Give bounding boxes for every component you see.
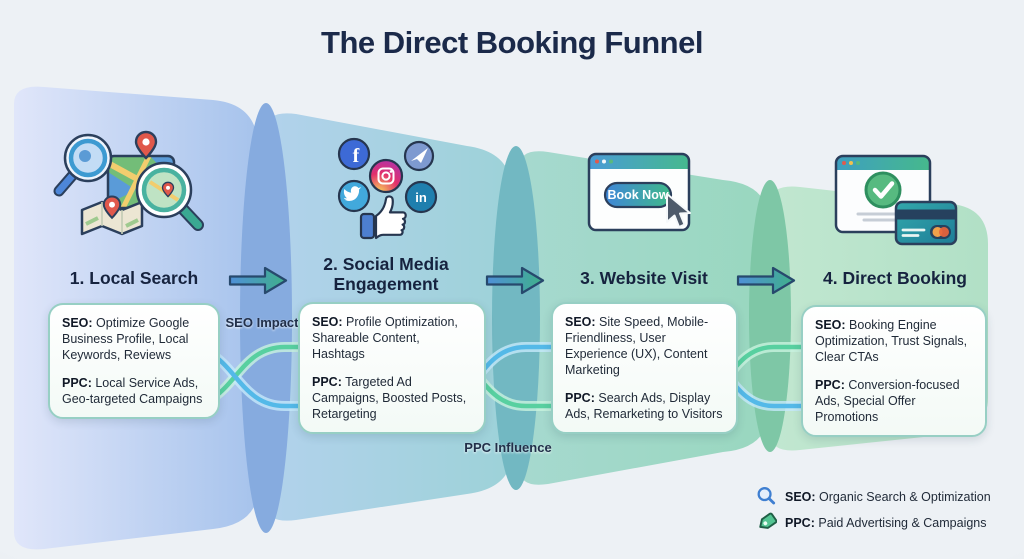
stage-label-local-search: 1. Local Search bbox=[69, 268, 199, 288]
card-website-visit: SEO: Site Speed, Mobile-Friendliness, Us… bbox=[551, 302, 738, 434]
ppc-entry: PPC: Local Service Ads, Geo-targeted Cam… bbox=[62, 376, 203, 406]
cursor-icon bbox=[666, 193, 691, 228]
svg-text:Book Now: Book Now bbox=[607, 188, 668, 202]
magnifier-icon bbox=[757, 487, 776, 505]
seo-entry: SEO: Optimize Google Business Profile, L… bbox=[62, 316, 190, 362]
card-direct-booking: SEO: Booking Engine Optimization, Trust … bbox=[801, 305, 987, 437]
legend-ppc-text: PPC: Paid Advertising & Campaigns bbox=[785, 515, 987, 530]
credit-card-icon bbox=[894, 200, 958, 246]
funnel-joint-1 bbox=[240, 103, 292, 533]
svg-text:f: f bbox=[353, 145, 360, 167]
funnel-joint-3 bbox=[749, 180, 791, 452]
instagram-icon bbox=[368, 158, 404, 194]
stage-label-website-visit: 3. Website Visit bbox=[580, 268, 708, 288]
card-social-media: SEO: Profile Optimization, Shareable Con… bbox=[298, 302, 486, 434]
stage-label-social-media: 2. Social Media Engagement bbox=[323, 254, 449, 295]
legend: SEO: Organic Search & Optimization PPC: … bbox=[756, 486, 991, 533]
magnifier-map-icon bbox=[135, 161, 204, 231]
stage-label-direct-booking: 4. Direct Booking bbox=[823, 268, 967, 288]
legend-item-seo: SEO: Organic Search & Optimization bbox=[756, 486, 991, 507]
facebook-icon: f bbox=[337, 137, 371, 171]
svg-text:in: in bbox=[415, 190, 427, 205]
ppc-entry: PPC: Conversion-focused Ads, Special Off… bbox=[815, 378, 960, 424]
seo-entry: SEO: Site Speed, Mobile-Friendliness, Us… bbox=[565, 315, 709, 377]
page-title: The Direct Booking Funnel bbox=[321, 25, 703, 60]
seo-entry: SEO: Profile Optimization, Shareable Con… bbox=[312, 315, 458, 361]
ppc-entry: PPC: Search Ads, Display Ads, Remarketin… bbox=[565, 391, 723, 421]
seo-entry: SEO: Booking Engine Optimization, Trust … bbox=[815, 318, 968, 364]
legend-seo-text: SEO: Organic Search & Optimization bbox=[785, 489, 991, 504]
telegram-icon bbox=[403, 140, 435, 172]
card-local-search: SEO: Optimize Google Business Profile, L… bbox=[48, 303, 220, 419]
direct-booking-icon bbox=[834, 154, 958, 246]
local-search-icon bbox=[53, 130, 204, 236]
thumbs-up-icon bbox=[359, 195, 407, 240]
map-pin-icon bbox=[134, 130, 158, 160]
book-now-button: Book Now bbox=[603, 181, 673, 209]
magnifier-icon bbox=[53, 133, 113, 197]
ppc-influence-label: PPC Influence bbox=[464, 440, 552, 455]
tag-icon bbox=[759, 512, 777, 529]
website-visit-icon: Book Now bbox=[587, 152, 691, 232]
legend-item-ppc: PPC: Paid Advertising & Campaigns bbox=[756, 512, 991, 533]
social-media-icons: f in bbox=[337, 137, 438, 240]
ppc-entry: PPC: Targeted Ad Campaigns, Boosted Post… bbox=[312, 375, 467, 421]
twitter-icon bbox=[337, 179, 371, 213]
linkedin-icon: in bbox=[404, 180, 438, 214]
checkmark-icon bbox=[864, 171, 902, 209]
funnel-joint-2 bbox=[492, 146, 540, 490]
seo-impact-label: SEO Impact bbox=[225, 315, 299, 330]
